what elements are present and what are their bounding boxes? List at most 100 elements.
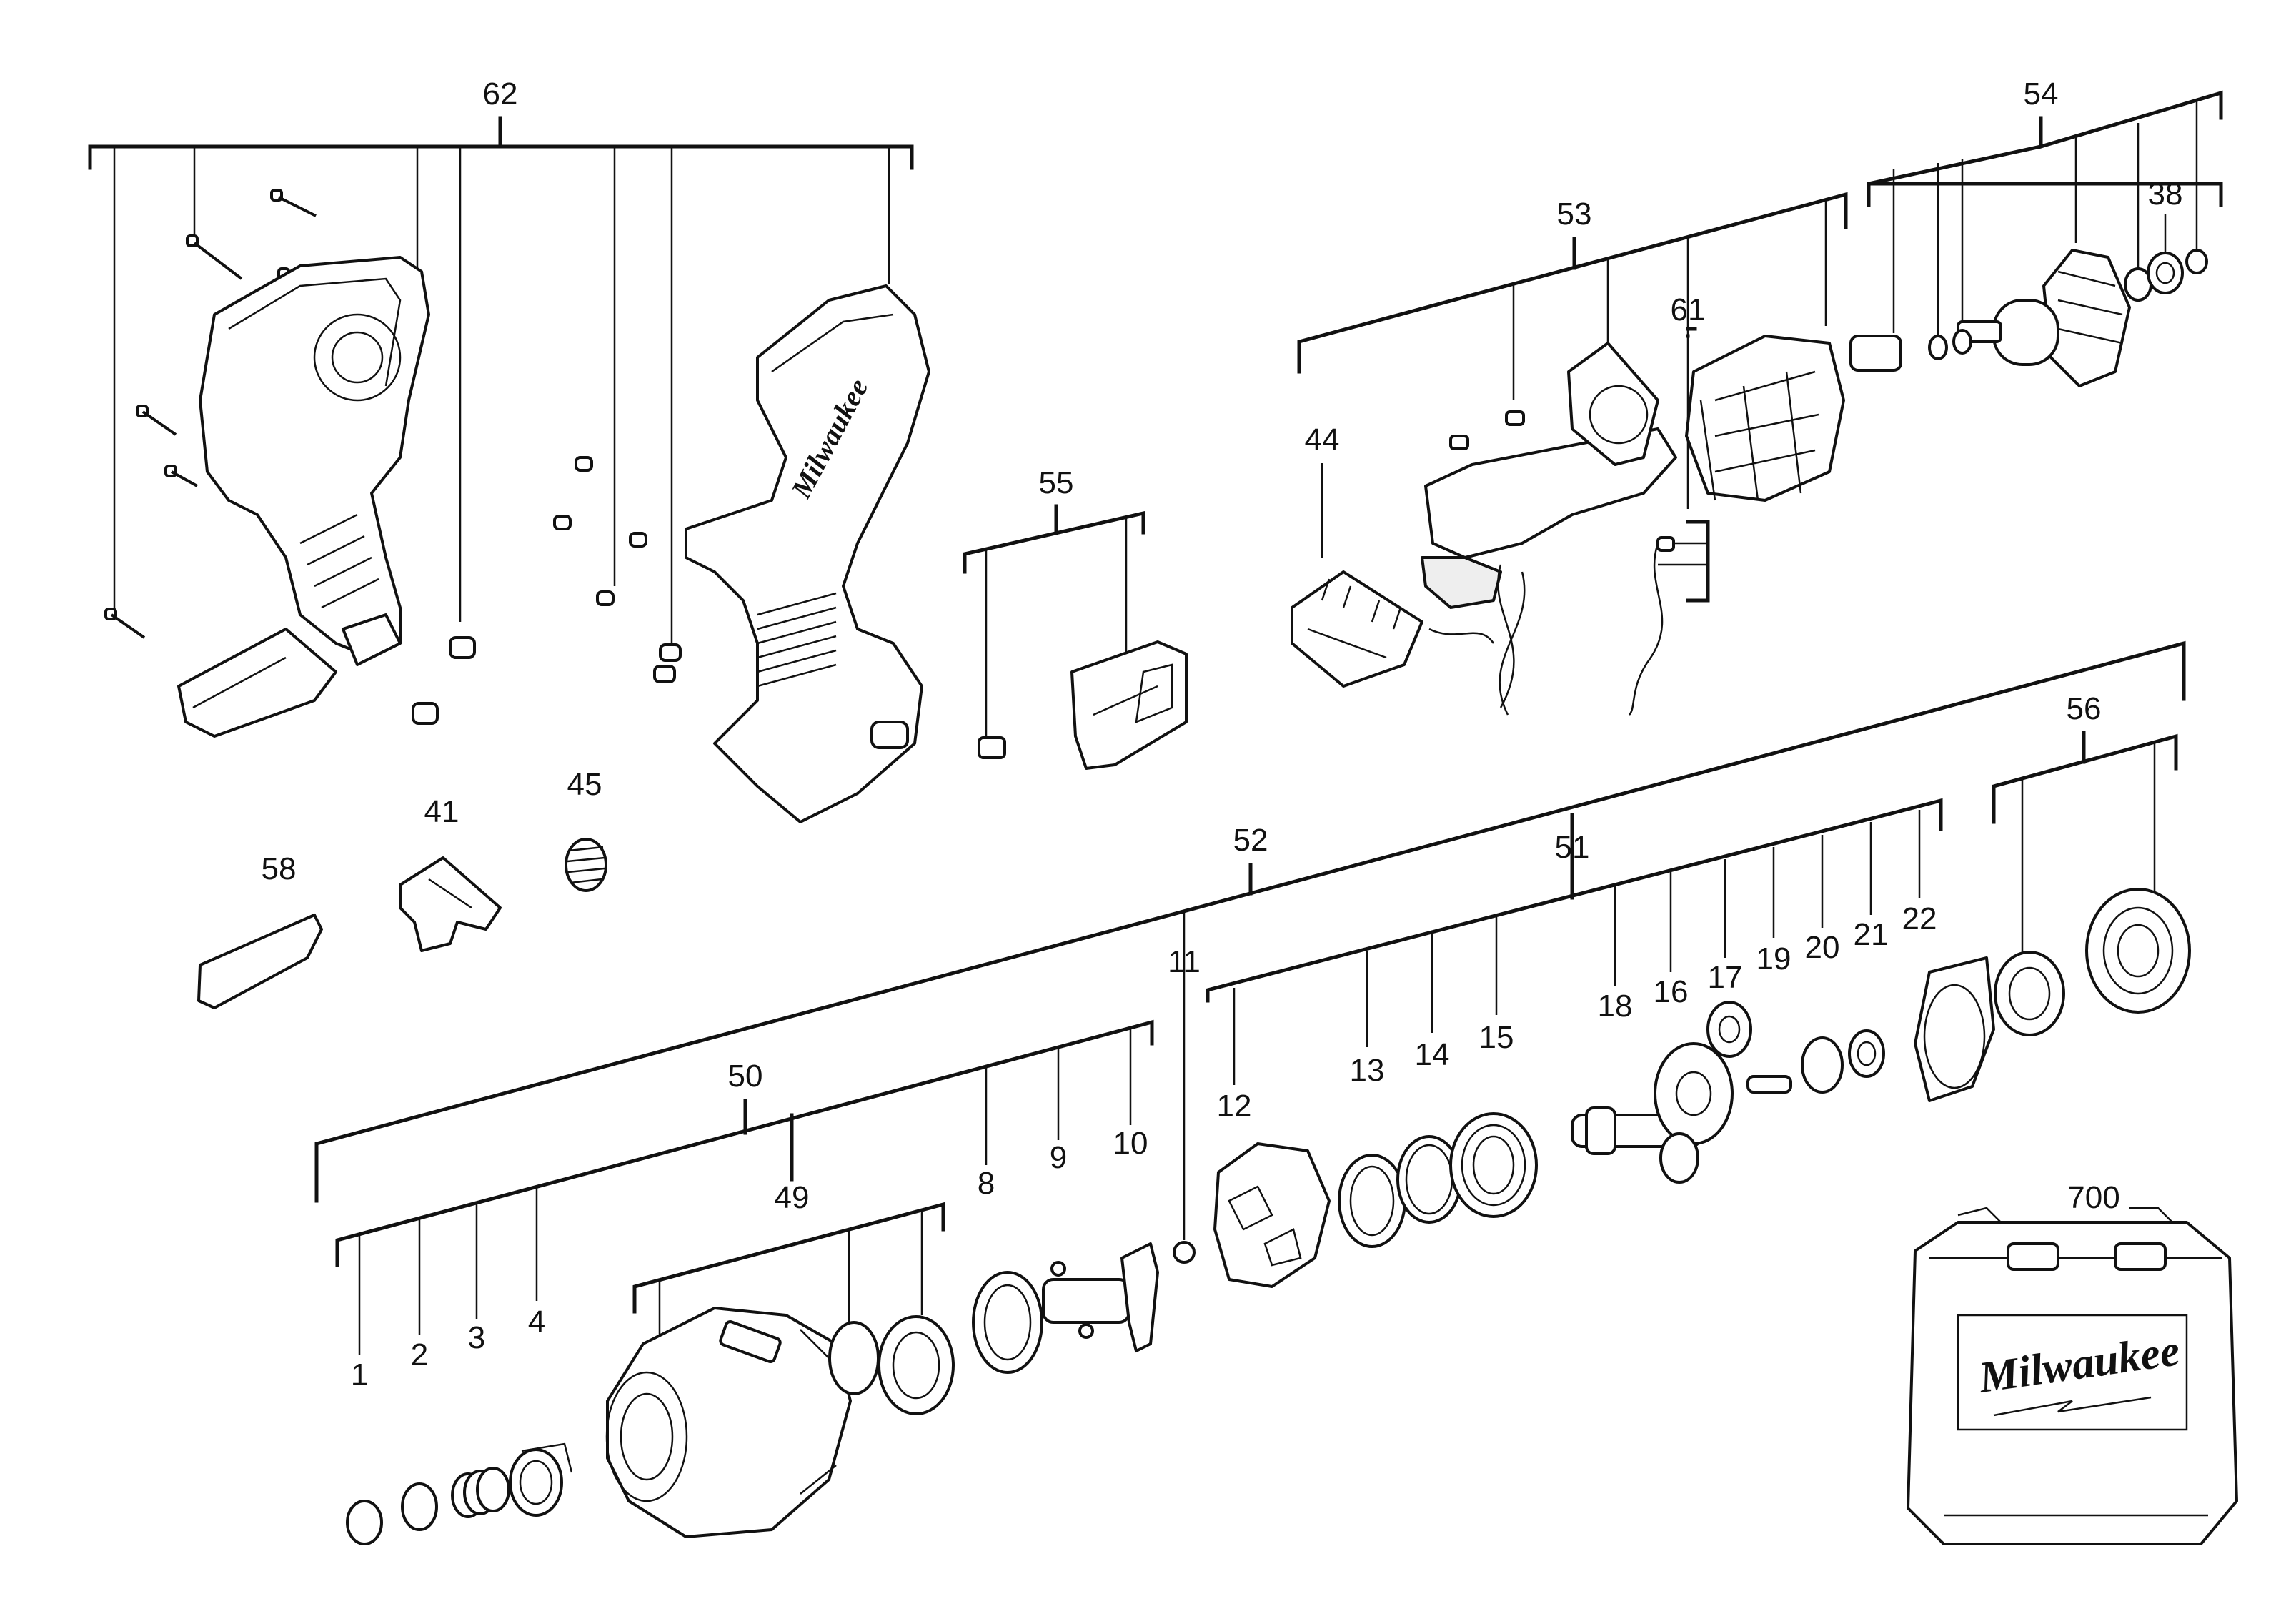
callout-18: 18 bbox=[1598, 989, 1633, 1024]
pin bbox=[575, 456, 593, 472]
bracket-53 bbox=[1297, 192, 1848, 603]
screw bbox=[270, 189, 317, 217]
part-45-spring bbox=[565, 838, 607, 892]
part-56-bearings bbox=[1994, 888, 2191, 1036]
part-9-ball bbox=[1050, 1261, 1066, 1277]
callout-3: 3 bbox=[468, 1320, 485, 1355]
callout-52: 52 bbox=[1233, 823, 1268, 858]
nose-badge bbox=[719, 1320, 782, 1363]
callout-4: 4 bbox=[528, 1304, 545, 1340]
part-50-components bbox=[346, 1242, 1159, 1545]
circlip bbox=[828, 1321, 880, 1395]
part-44-terminal bbox=[1291, 570, 1423, 688]
part-700-carry-case: Milwaukee bbox=[1907, 1207, 2238, 1545]
part-16-carrier bbox=[1654, 1042, 1734, 1145]
part-19-pin bbox=[1746, 1075, 1792, 1094]
callout-20: 20 bbox=[1805, 930, 1840, 965]
bearing bbox=[1994, 951, 2065, 1036]
part-61-wire bbox=[1628, 536, 1675, 716]
callout-53: 53 bbox=[1557, 197, 1592, 232]
washer bbox=[1928, 335, 1948, 360]
pin bbox=[412, 702, 439, 725]
callout-22: 22 bbox=[1902, 901, 1937, 936]
right-housing-half: Milwaukee bbox=[685, 284, 930, 823]
callout-50: 50 bbox=[728, 1059, 763, 1094]
bracket-50 bbox=[335, 1019, 1154, 1355]
callout-1: 1 bbox=[351, 1357, 368, 1392]
bracket-55 bbox=[963, 504, 1145, 736]
part-22-ring-gear bbox=[1914, 956, 1995, 1102]
lightning-icon bbox=[1993, 1396, 2152, 1417]
pin bbox=[629, 532, 647, 548]
callout-12: 12 bbox=[1217, 1089, 1252, 1124]
pin bbox=[553, 515, 572, 530]
part-41-switch bbox=[399, 856, 502, 952]
callout-10: 10 bbox=[1113, 1126, 1148, 1161]
callout-21: 21 bbox=[1854, 917, 1889, 952]
part-15-spring bbox=[1449, 1112, 1538, 1218]
part-10-anvil bbox=[1042, 1242, 1159, 1352]
part-11-ball bbox=[1173, 1241, 1196, 1264]
callout-38: 38 bbox=[2148, 177, 2183, 212]
part-49-nose-housing bbox=[605, 1307, 852, 1538]
pin bbox=[596, 590, 615, 606]
case-latch bbox=[2007, 1242, 2059, 1271]
part-20-oring bbox=[1801, 1036, 1844, 1094]
callout-19: 19 bbox=[1756, 941, 1791, 976]
bracket-54 bbox=[1867, 90, 2223, 347]
screw bbox=[186, 234, 243, 280]
motor-stator bbox=[1685, 335, 1845, 502]
left-housing-half bbox=[177, 256, 430, 738]
callout-55: 55 bbox=[1039, 465, 1074, 500]
callout-44: 44 bbox=[1305, 422, 1340, 457]
clip bbox=[2185, 249, 2208, 274]
pin bbox=[659, 643, 682, 662]
housing-button bbox=[870, 721, 909, 749]
washer bbox=[1952, 329, 1972, 355]
housing-screws bbox=[104, 189, 682, 725]
callout-700: 700 bbox=[2067, 1180, 2119, 1215]
callout-45: 45 bbox=[567, 767, 602, 802]
callout-54: 54 bbox=[2024, 76, 2059, 112]
part-3-spring bbox=[451, 1467, 510, 1518]
screw-55 bbox=[978, 736, 1006, 759]
bracket-62 bbox=[88, 116, 914, 654]
part-4-sleeve bbox=[509, 1442, 573, 1517]
screw bbox=[164, 465, 198, 487]
callout-15: 15 bbox=[1479, 1020, 1514, 1055]
callout-49: 49 bbox=[775, 1180, 810, 1215]
bracket-52 bbox=[314, 640, 2186, 1240]
callout-62: 62 bbox=[483, 76, 518, 112]
part-2-oring bbox=[401, 1482, 438, 1531]
part-58-label bbox=[197, 914, 323, 1009]
callout-56: 56 bbox=[2067, 691, 2102, 726]
part-54-rotor bbox=[1849, 249, 2208, 387]
part-8-washer bbox=[972, 1271, 1043, 1374]
part-13-ball-ring bbox=[1338, 1154, 1406, 1248]
rotor-shaft-sleeve bbox=[1849, 335, 1902, 372]
pin bbox=[449, 636, 476, 659]
screw bbox=[104, 608, 146, 639]
callout-41: 41 bbox=[424, 794, 459, 829]
seal bbox=[2085, 888, 2191, 1014]
callout-8: 8 bbox=[978, 1166, 995, 1201]
part-9-ball bbox=[1078, 1323, 1094, 1339]
bracket-49 bbox=[632, 1113, 945, 1344]
callout-14: 14 bbox=[1415, 1037, 1450, 1072]
part-51-components bbox=[1173, 956, 1995, 1288]
screw bbox=[1449, 435, 1469, 450]
callout-17: 17 bbox=[1708, 960, 1743, 995]
part-21-bearing bbox=[1848, 1029, 1885, 1078]
case-latch bbox=[2114, 1242, 2167, 1271]
planet-gear bbox=[1659, 1132, 1699, 1184]
pin bbox=[653, 665, 676, 683]
part-53-controller bbox=[1421, 342, 1677, 716]
bracket-56 bbox=[1992, 731, 2178, 958]
screw bbox=[136, 405, 177, 436]
part-55-clip bbox=[978, 640, 1188, 770]
callout-13: 13 bbox=[1350, 1053, 1385, 1088]
screw bbox=[1505, 410, 1525, 426]
callout-2: 2 bbox=[411, 1337, 428, 1372]
part-17-gear bbox=[1706, 1001, 1752, 1058]
